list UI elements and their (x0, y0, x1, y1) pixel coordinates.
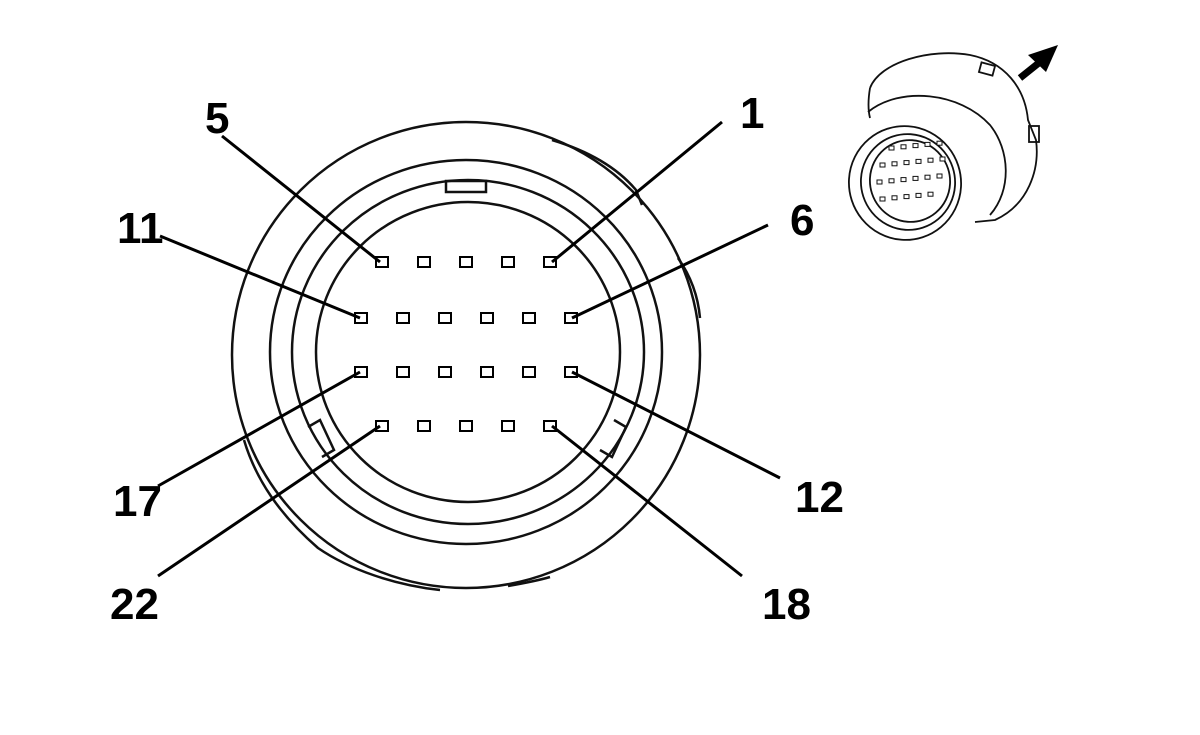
pin-cavity (354, 312, 368, 324)
arrow-head (1028, 45, 1058, 72)
perspective-tab (1028, 125, 1040, 143)
pin-cavity (543, 420, 557, 432)
pin-cavity (564, 312, 578, 324)
perspective-body (869, 52, 1038, 223)
connector-insert (314, 200, 622, 504)
perspective-pin-cavity (915, 158, 922, 164)
leader-line-18 (551, 424, 743, 578)
pin-cavity (501, 420, 515, 432)
pin-cavity (396, 312, 410, 324)
perspective-pin-cavity (903, 160, 910, 166)
perspective-pin-cavity (888, 178, 895, 184)
pin-cavity (375, 420, 389, 432)
perspective-pin-cavities (876, 140, 946, 202)
pin-cavity (564, 366, 578, 378)
leader-line-22 (157, 424, 381, 578)
callout-pin-11: 11 (117, 204, 164, 253)
leader-line-6 (571, 223, 769, 320)
pin-cavity (375, 256, 389, 268)
pin-cavity (438, 312, 452, 324)
perspective-pin-cavity (912, 175, 919, 181)
perspective-pin-cavity (924, 141, 931, 147)
leader-line-12 (571, 370, 781, 480)
perspective-pin-cavity (936, 140, 943, 146)
callout-pin-6: 6 (790, 196, 814, 245)
perspective-pin-cavity (936, 173, 943, 179)
pin-cavity (522, 366, 536, 378)
callout-pin-12: 12 (795, 473, 844, 522)
perspective-pin-cavity (879, 162, 886, 168)
pin-cavities (354, 256, 578, 432)
pin-cavity (480, 312, 494, 324)
leader-lines (157, 120, 781, 578)
perspective-pin-cavity (912, 143, 919, 149)
perspective-front-insert (869, 139, 951, 223)
callout-pin-18: 18 (762, 580, 811, 629)
pin-cavity (396, 366, 410, 378)
perspective-pin-cavity (927, 191, 934, 197)
callout-labels: 1 5 6 11 12 17 18 22 (110, 89, 844, 629)
callout-pin-22: 22 (110, 580, 159, 629)
leader-line-5 (221, 134, 381, 264)
pin-cavity (459, 256, 473, 268)
perspective-pin-cavity (927, 157, 934, 163)
perspective-pin-cavity (891, 161, 898, 167)
perspective-pin-cavity (915, 192, 922, 198)
perspective-tab (977, 61, 997, 77)
perspective-rim (867, 87, 871, 119)
perspective-pin-cavity (879, 196, 886, 202)
perspective-pin-cavity (900, 177, 907, 183)
keying-notch (444, 179, 488, 194)
perspective-pin-cavity (891, 195, 898, 201)
leader-line-11 (159, 234, 361, 320)
housing-tab (242, 439, 441, 592)
housing-tab (551, 138, 644, 206)
pin-cavity (522, 312, 536, 324)
leader-line-1 (551, 120, 723, 264)
pin-cavity (438, 366, 452, 378)
direction-arrow-icon (1017, 45, 1058, 81)
callout-pin-17: 17 (113, 477, 162, 526)
polarizing-key-right (599, 418, 628, 459)
pin-cavity (459, 420, 473, 432)
housing-tab (507, 575, 551, 588)
pin-cavity (543, 256, 557, 268)
connector-perspective-icon (848, 52, 1040, 241)
perspective-pin-cavity (888, 145, 895, 151)
pin-cavity (417, 256, 431, 268)
perspective-front-outer (848, 125, 962, 241)
pin-cavity (417, 420, 431, 432)
connector-outer-ring (230, 120, 702, 590)
callout-pin-1: 1 (740, 89, 764, 138)
callout-pin-5: 5 (205, 94, 229, 143)
pin-cavity (501, 256, 515, 268)
arrow-shaft (1017, 59, 1043, 81)
housing-tab (676, 257, 702, 319)
leader-line-17 (157, 370, 361, 488)
perspective-front-inner (860, 133, 956, 231)
connector-middle-ring (268, 158, 664, 546)
perspective-pin-cavity (876, 179, 883, 185)
perspective-pin-cavity (900, 144, 907, 150)
perspective-pin-cavity (903, 194, 910, 200)
pin-cavity (354, 366, 368, 378)
polarizing-key-left (307, 418, 336, 459)
perspective-pin-cavity (939, 156, 946, 162)
perspective-band (867, 95, 1007, 216)
pin-cavity (480, 366, 494, 378)
perspective-pin-cavity (924, 174, 931, 180)
connector-face-icon (230, 120, 702, 592)
